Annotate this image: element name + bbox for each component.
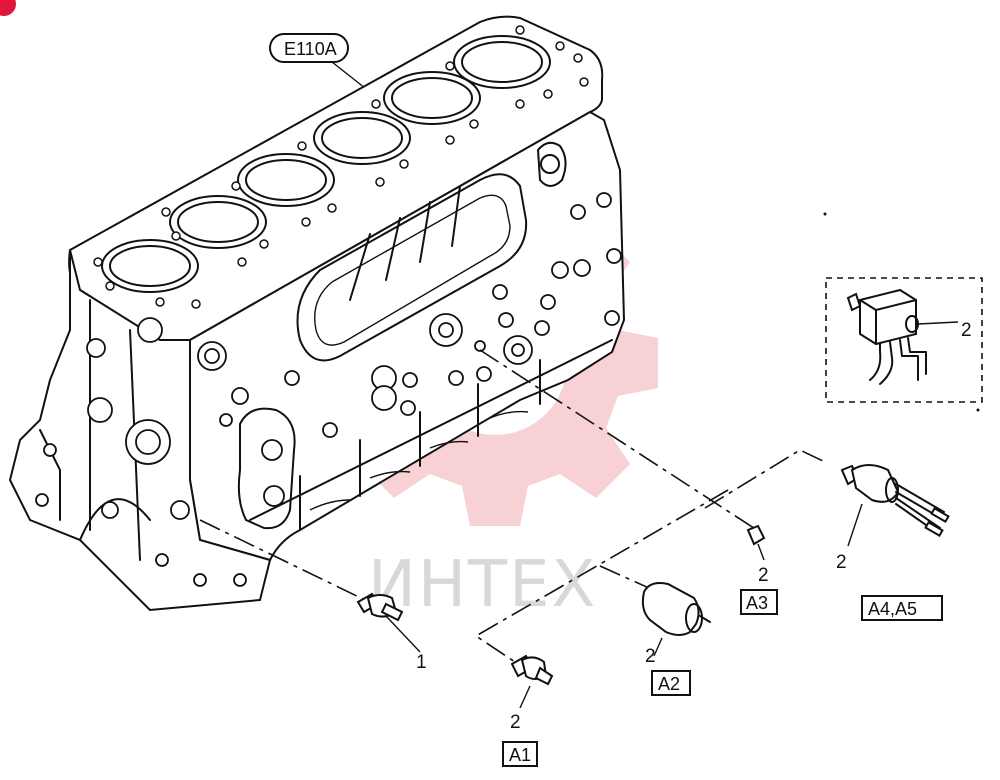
part-a4a5-pressure-switch bbox=[840, 464, 950, 547]
variant-box-a1 bbox=[502, 741, 538, 767]
variant-label-a3: A3 bbox=[746, 593, 768, 613]
callout-number-1: 1 bbox=[416, 652, 427, 673]
part-a3-sensor bbox=[746, 524, 766, 561]
callout-number-a4a5: 2 bbox=[836, 552, 847, 573]
part-1-pressure-switch bbox=[356, 592, 421, 653]
cylinder-bores bbox=[101, 35, 551, 293]
callout-number-a3: 2 bbox=[758, 565, 769, 586]
part-a1-pressure-switch bbox=[510, 654, 554, 709]
variant-box-a2 bbox=[651, 670, 691, 696]
variant-box-a3 bbox=[740, 589, 778, 615]
inset-pressure-switch bbox=[846, 288, 959, 385]
callout-number-a2: 2 bbox=[645, 646, 656, 667]
variant-label-a2: A2 bbox=[658, 674, 680, 694]
watermark-text: ИНТЕХ bbox=[368, 548, 597, 622]
side-bosses bbox=[261, 192, 622, 507]
head-bolt-holes bbox=[93, 25, 589, 309]
corner-mark bbox=[0, 0, 16, 16]
variant-box-a4a5 bbox=[861, 595, 943, 621]
part-a2-pressure-sender bbox=[641, 582, 711, 657]
cylinder-block bbox=[8, 15, 626, 612]
callout-number-inset: 2 bbox=[961, 320, 972, 341]
callout-number-a1: 2 bbox=[510, 712, 521, 733]
variant-label-a4a5: A4,A5 bbox=[868, 599, 917, 619]
drawing-code-box bbox=[269, 33, 349, 63]
drawing-code: E110A bbox=[284, 39, 337, 59]
variant-label-a1: A1 bbox=[509, 745, 531, 765]
leader-lines bbox=[199, 349, 826, 665]
front-bosses bbox=[35, 317, 249, 587]
inset-dashed-box bbox=[825, 277, 983, 403]
